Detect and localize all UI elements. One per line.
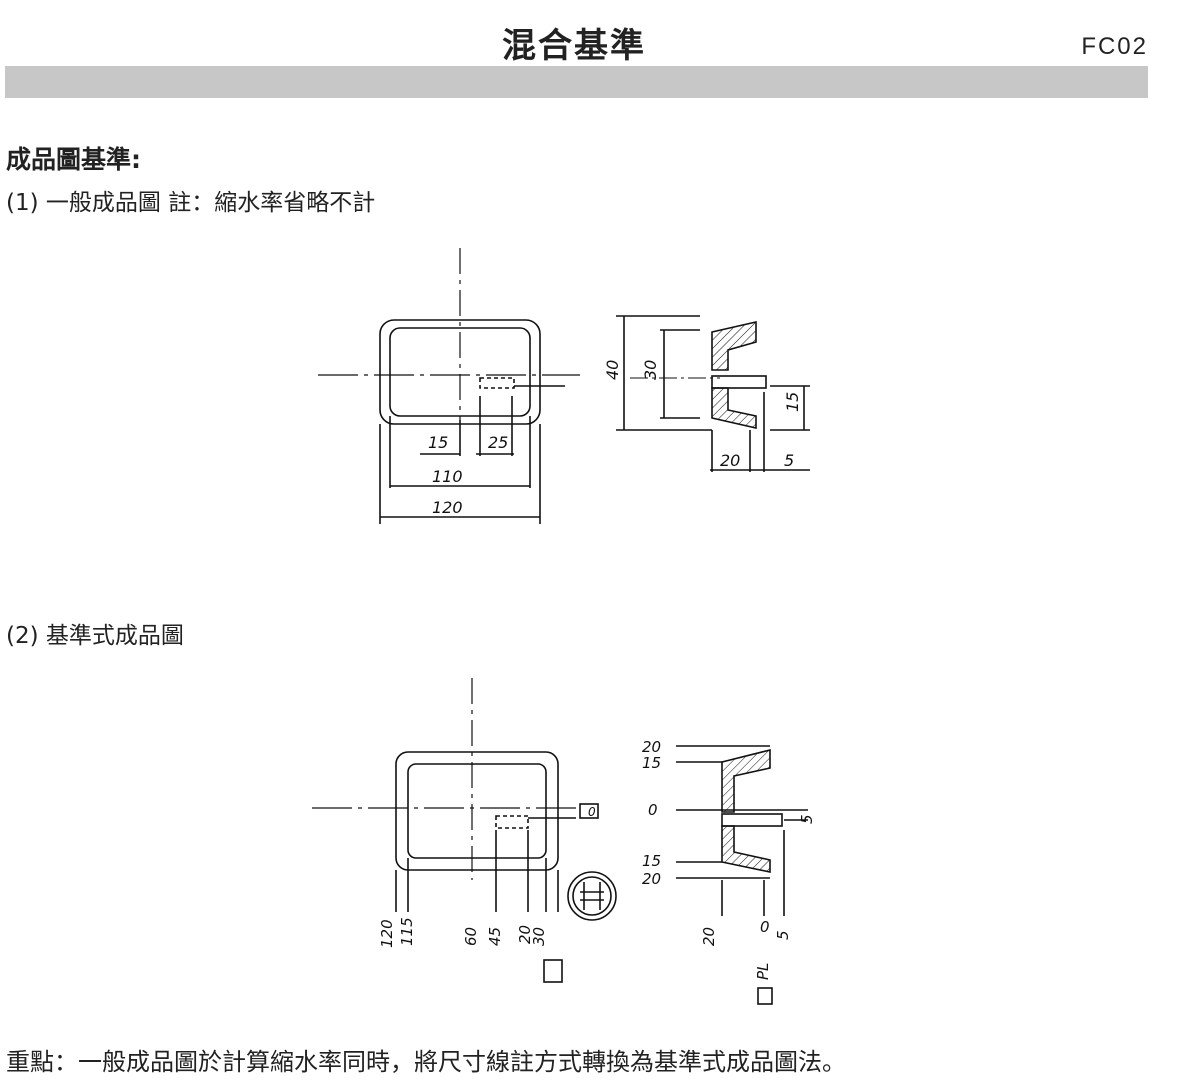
dim2-20: 20: [516, 925, 534, 944]
side-section-top: [711, 320, 757, 371]
dim-120: 120: [432, 498, 463, 517]
dim2-side-5-right: 5: [798, 814, 816, 824]
front2-outer-outline: [395, 751, 559, 871]
dim2-side-20-bottom: 20: [642, 870, 661, 888]
datum-label-0: 0: [588, 805, 596, 819]
dim2-60: 60: [462, 927, 480, 946]
dim2-115: 115: [398, 917, 416, 946]
parting-line-label: PL: [754, 963, 772, 980]
datum-box-pl: [757, 987, 773, 1005]
dim2-45: 45: [486, 927, 504, 946]
hidden-rib: [479, 377, 515, 389]
dim-40: 40: [603, 360, 622, 380]
dim2-side-20-top: 20: [642, 738, 661, 756]
header-bar: [5, 66, 1148, 98]
side-rib: [711, 375, 767, 389]
dim-30: 30: [641, 360, 660, 380]
dim2-side-5-x: 5: [774, 930, 792, 940]
dim-5: 5: [784, 451, 794, 470]
item-datum-drawing: (2) 基準式成品圖: [6, 623, 184, 649]
section-heading: 成品圖基準:: [6, 145, 141, 174]
datum-symbol-circle: [567, 871, 617, 921]
front2-inner-outline: [407, 763, 547, 859]
datum-box-0: [579, 803, 599, 819]
key-point-note: 重點：一般成品圖於計算縮水率同時，將尺寸線註方式轉換為基準式成品圖法。: [6, 1048, 846, 1076]
dim-110: 110: [432, 467, 463, 486]
dim2-side-0: 0: [648, 801, 658, 819]
dim-right-15: 15: [783, 392, 802, 412]
dim2-side-0-x: 0: [760, 918, 770, 936]
dim2-side-15-bottom: 15: [642, 852, 661, 870]
page-title: 混合基準: [502, 26, 646, 66]
dim2-120: 120: [378, 919, 396, 948]
dim2-side-15-top: 15: [642, 754, 661, 772]
dim-20: 20: [720, 451, 740, 470]
item-general-drawing: (1) 一般成品圖 註：縮水率省略不計: [6, 190, 376, 216]
dim-25: 25: [488, 433, 508, 452]
datum-box-00: [543, 959, 563, 983]
dim2-30: 30: [530, 927, 548, 946]
document-code: FC02: [1081, 33, 1148, 60]
dim-15: 15: [428, 433, 448, 452]
dim2-side-20-x: 20: [700, 927, 718, 946]
